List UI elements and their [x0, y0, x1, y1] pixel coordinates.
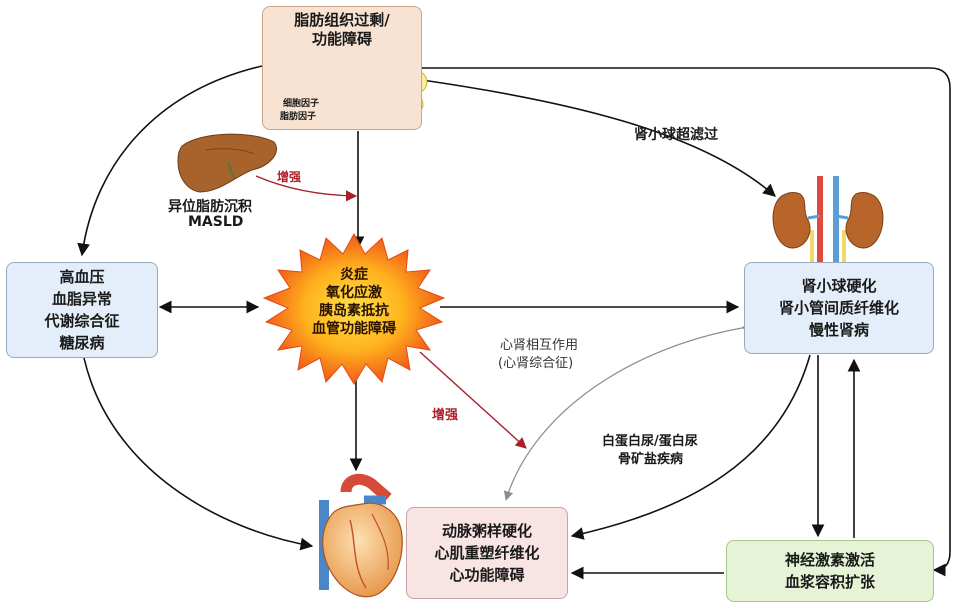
arrow-fat-to-neuro	[422, 67, 951, 577]
atherosclerosis-label: 动脉粥样硬化	[441, 522, 532, 540]
arrow-metabolic-to-heart	[83, 357, 314, 551]
neurohormonal-box: 神经激素激活 血浆容积扩张	[726, 540, 934, 602]
diabetes-label: 糖尿病	[59, 334, 105, 352]
arrow-fat-to-metabolic	[77, 65, 263, 257]
liver-icon	[177, 133, 277, 193]
glomerular-hyperfiltration-label: 肾小球超滤过	[634, 127, 718, 143]
insulin-resistance-label: 胰岛素抵抗	[319, 303, 389, 319]
ckd-label: 慢性肾病	[808, 321, 869, 339]
masld-label: MASLD	[188, 214, 244, 230]
metabolic-conditions-box: 高血压 血脂异常 代谢综合征 糖尿病	[6, 262, 158, 358]
cardiorenal-label-line2: (心肾综合征)	[498, 356, 574, 371]
liver-enhance-label: 增强	[277, 170, 302, 184]
dyslipidemia-label: 血脂异常	[51, 290, 112, 308]
adipokines-label: 脂肪因子	[280, 112, 317, 122]
central-burst	[262, 232, 446, 385]
arrow-fat-to-kidney	[421, 79, 776, 197]
cardiac-dysfunction-label: 心功能障碍	[449, 566, 525, 584]
kidney-disease-box: 肾小球硬化 肾小管间质纤维化 慢性肾病	[744, 262, 934, 354]
kidney-icon	[772, 176, 884, 262]
fat-dysfunction-box: 脂肪组织过剩/ 功能障碍	[262, 6, 422, 130]
ectopic-fat-label: 异位脂肪沉积	[168, 199, 252, 215]
oxidative-stress-label: 氧化应激	[326, 285, 382, 301]
plasma-volume-expansion-label: 血浆容积扩张	[784, 573, 875, 591]
glomerulosclerosis-label: 肾小球硬化	[801, 277, 877, 295]
vascular-dysfunction-label: 血管功能障碍	[312, 321, 396, 337]
fat-box-title-line2: 功能障碍	[311, 30, 372, 48]
cardiac-disease-box: 动脉粥样硬化 心肌重塑纤维化 心功能障碍	[406, 507, 568, 599]
myocardial-remodeling-label: 心肌重塑纤维化	[434, 544, 540, 562]
heart-icon	[319, 473, 403, 598]
hypertension-label: 高血压	[59, 268, 105, 286]
tubulointerstitial-fibrosis-label: 肾小管间质纤维化	[778, 299, 899, 317]
fat-box-title-line1: 脂肪组织过剩/	[294, 11, 390, 29]
central-mechanisms: 炎症 氧化应激 胰岛素抵抗 血管功能障碍	[292, 266, 416, 338]
inflammation-label: 炎症	[340, 267, 368, 283]
neurohormonal-activation-label: 神经激素激活	[784, 551, 875, 569]
proteinuria-label: 白蛋白尿/蛋白尿	[602, 434, 698, 449]
metabolic-syndrome-label: 代谢综合征	[44, 312, 120, 330]
cytokines-label: 细胞因子	[283, 99, 320, 109]
bone-mineral-disease-label: 骨矿盐疾病	[618, 452, 684, 467]
liver-enhance-arrow	[255, 175, 358, 202]
cardiorenal-arrow	[503, 321, 752, 501]
cardiorenal-label-line1: 心肾相互作用	[500, 338, 579, 353]
central-enhance-arrow	[419, 351, 527, 449]
central-enhance-label: 增强	[432, 408, 459, 423]
